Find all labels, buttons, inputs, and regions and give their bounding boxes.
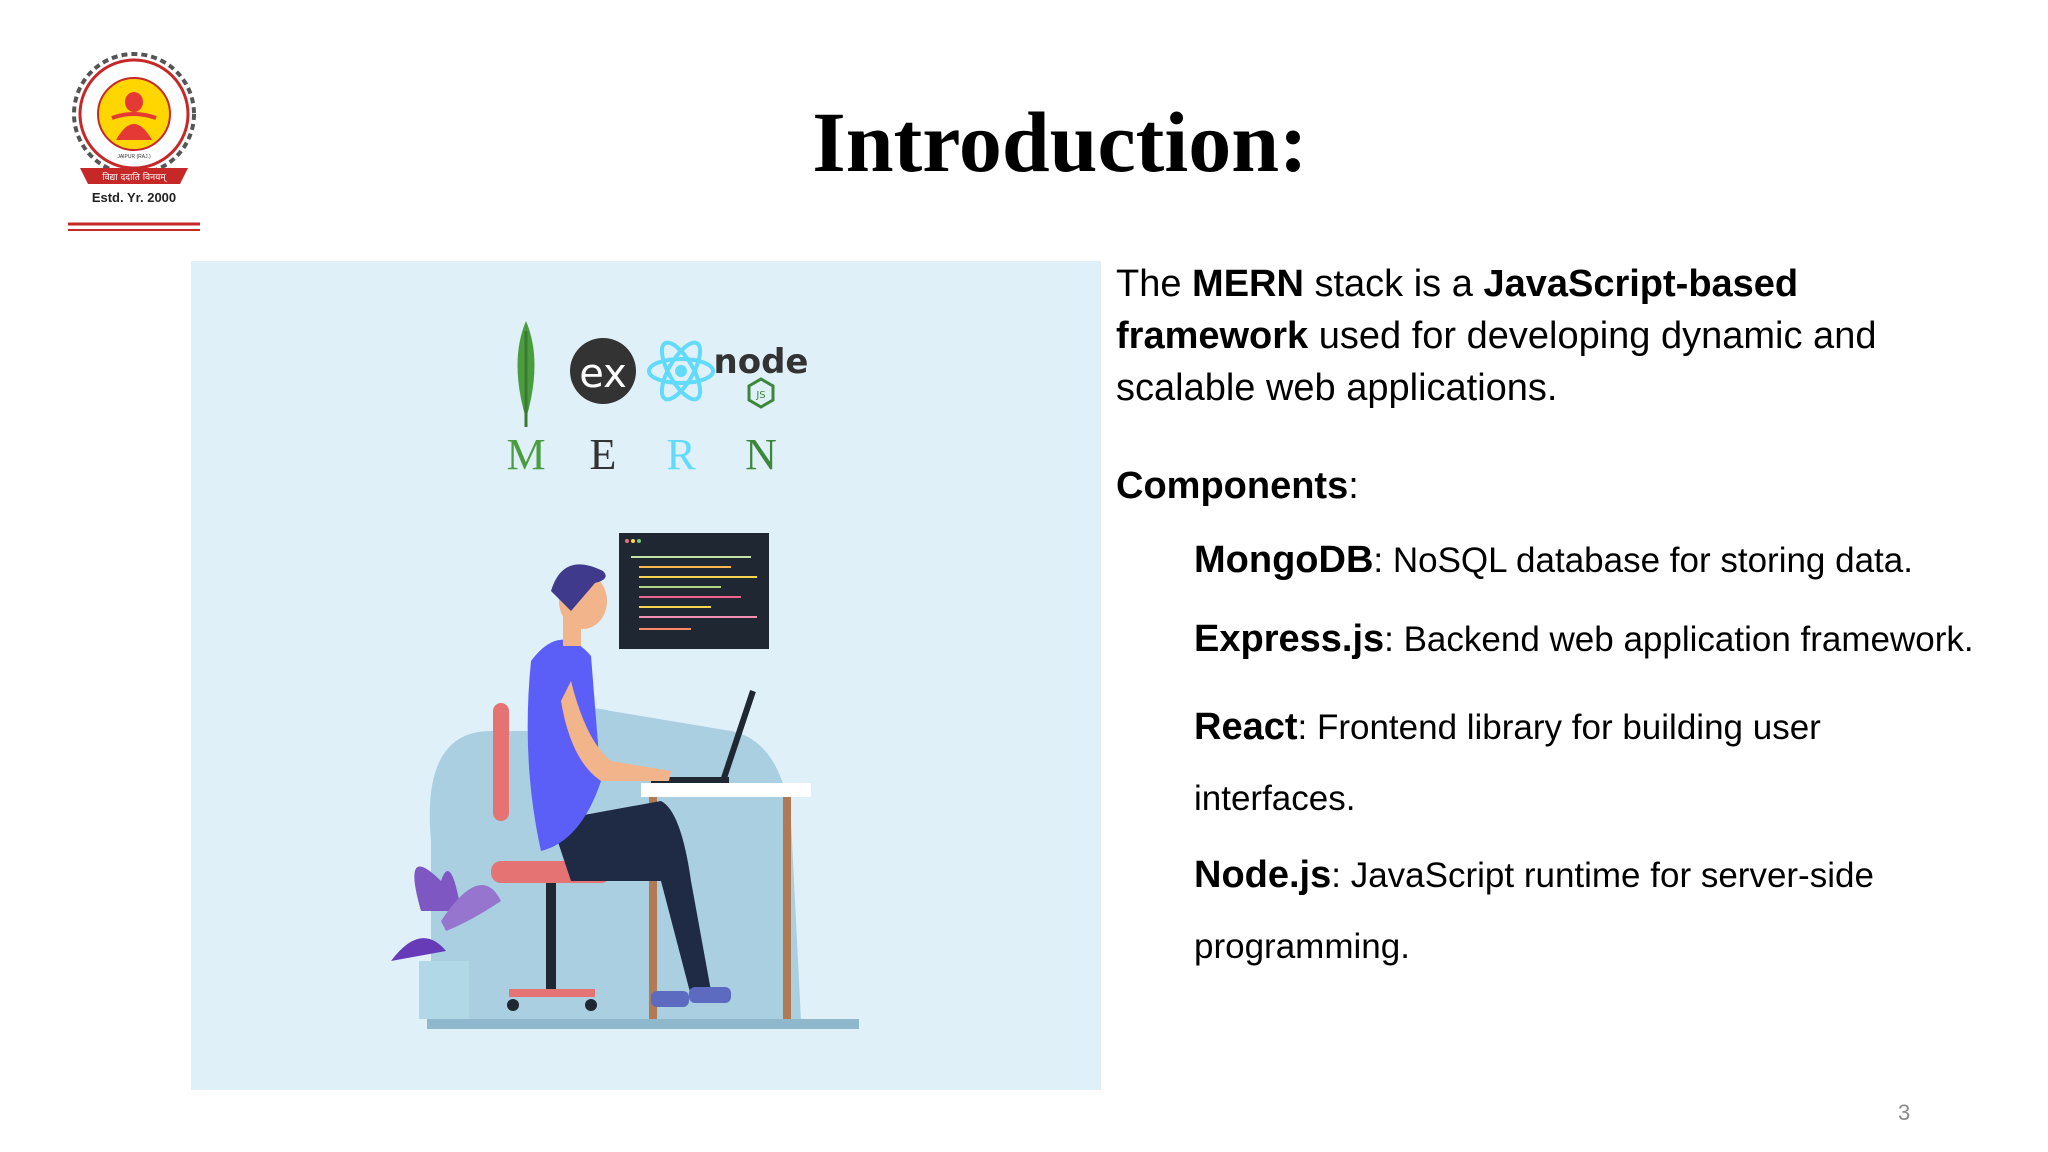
developer-figure (527, 564, 731, 1007)
letter-r: R (666, 430, 696, 479)
node-logo-text: node (714, 342, 809, 382)
component-desc: : Frontend library for building user int… (1194, 708, 1821, 818)
mongodb-leaf-icon (517, 321, 535, 427)
list-item: Node.js: JavaScript runtime for server-s… (1194, 840, 1894, 982)
node-badge-text: JS (755, 390, 765, 401)
list-item: React: Frontend library for building use… (1194, 692, 1834, 834)
laptop-icon (651, 690, 756, 783)
desk-icon (641, 783, 811, 1019)
college-logo: JAIPUR (RAJ.) विद्या ददाति विनयम् Estd. … (68, 52, 200, 234)
mern-illustration: ex node JS M E R N (191, 261, 1101, 1090)
components-list: MongoDB: NoSQL database for storing data… (1194, 534, 1996, 982)
component-name: React (1194, 706, 1298, 748)
intro-text-3: used for developing dynamic and scalable… (1116, 315, 1877, 409)
component-desc: : JavaScript runtime for server-side pro… (1194, 856, 1874, 966)
express-badge-text: ex (579, 351, 627, 397)
intro-text-1: The (1116, 263, 1193, 305)
intro-js-framework: JavaScript-based framework (1116, 263, 1799, 357)
component-name: Express.js (1194, 618, 1385, 660)
component-name: Node.js (1194, 854, 1332, 896)
node-logo-icon: node JS (714, 342, 809, 409)
plant-icon (391, 866, 501, 1019)
list-item: MongoDB: NoSQL database for storing data… (1194, 534, 1996, 587)
letter-n: N (745, 430, 777, 479)
intro-paragraph: The MERN stack is a JavaScript-based fra… (1116, 258, 1996, 414)
developer-illustration: ex node JS M E R N (391, 321, 859, 1029)
components-heading-text: Components (1116, 465, 1349, 507)
components-heading: Components: (1116, 460, 1996, 512)
react-atom-icon (647, 340, 715, 402)
page-number: 3 (1898, 1100, 1911, 1125)
intro-mern: MERN (1192, 263, 1304, 305)
slide-title: Introduction: (812, 94, 1308, 190)
intro-text-2: stack is a (1303, 263, 1484, 305)
component-name: MongoDB (1194, 539, 1374, 581)
list-item: Express.js: Backend web application fram… (1194, 613, 1996, 666)
letter-e: E (590, 430, 617, 479)
content-column: The MERN stack is a JavaScript-based fra… (1116, 258, 1996, 988)
logo-motto: विद्या ददाति विनयम् (102, 171, 167, 183)
logo-city-text: JAIPUR (RAJ.) (117, 154, 151, 160)
component-desc: : NoSQL database for storing data. (1373, 541, 1913, 580)
components-colon: : (1348, 465, 1359, 507)
logo-established: Estd. Yr. 2000 (92, 190, 176, 205)
express-badge-icon: ex (570, 338, 636, 404)
letter-m: M (506, 430, 545, 479)
code-screen (619, 533, 769, 649)
component-desc: : Backend web application framework. (1384, 620, 1974, 659)
college-emblem: JAIPUR (RAJ.) विद्या ददाति विनयम् Estd. … (68, 52, 200, 231)
